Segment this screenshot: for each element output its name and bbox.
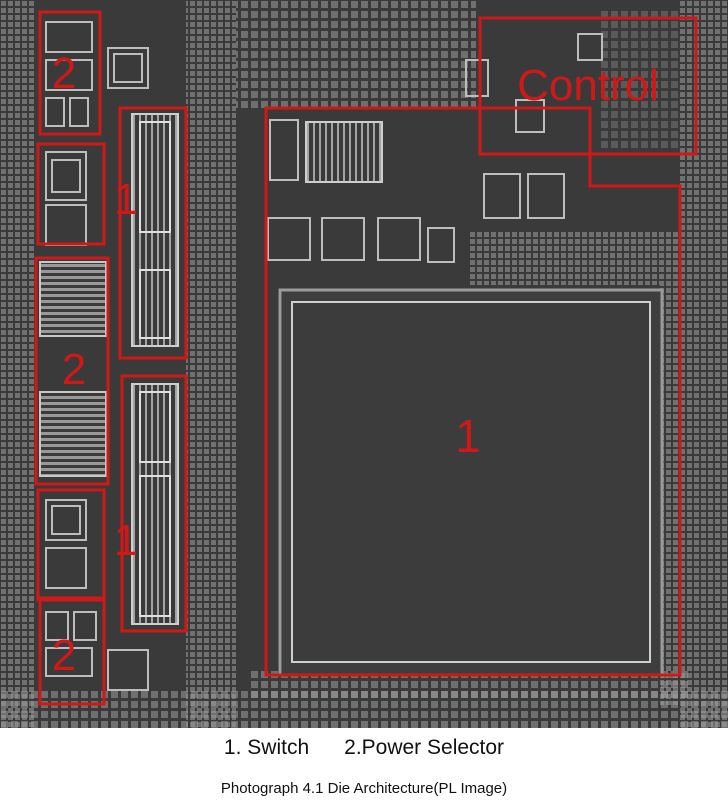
legend-item-power-selector: 2.Power Selector — [344, 736, 505, 759]
zone-label-switch-main: 1 — [455, 410, 481, 462]
zone-label-selector-middle: 2 — [62, 345, 86, 394]
zone-label-switch-top: 1 — [114, 175, 138, 224]
zone-label-selector-top: 2 — [52, 49, 76, 98]
figure-caption: Photograph 4.1 Die Architecture(PL Image… — [220, 780, 508, 797]
zone-label-switch-bottom: 1 — [114, 516, 138, 565]
selector-striped-blocks — [39, 261, 107, 477]
legend-item-switch: 1. Switch — [223, 736, 310, 759]
main-switch-array — [278, 288, 664, 677]
legend: 1. Switch 2.Power Selector — [0, 733, 728, 763]
switch-transistor-strips — [131, 113, 383, 625]
zone-label-selector-bottom: 2 — [52, 631, 76, 680]
die-photograph: Control 2 1 2 1 2 1 — [0, 0, 728, 728]
zone-label-control: Control — [517, 61, 659, 110]
red-highlight-outlines — [34, 10, 698, 706]
